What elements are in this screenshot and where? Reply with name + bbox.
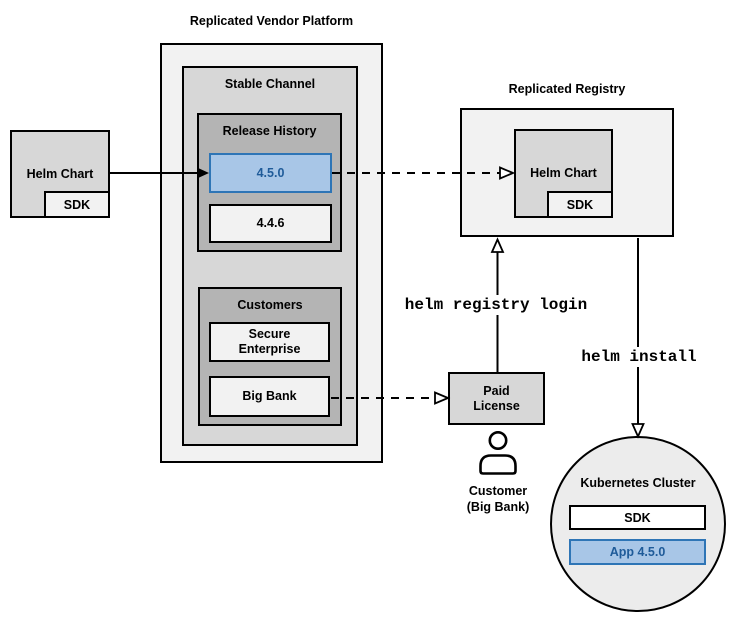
- paid-license-label: Paid License: [473, 383, 520, 413]
- customers-title: Customers: [237, 298, 303, 312]
- sdk-label: SDK: [63, 197, 91, 212]
- cluster-app-label: App 4.5.0: [609, 545, 666, 559]
- arrow-helm-install: [631, 238, 645, 439]
- paid-license-box: Paid License: [448, 372, 545, 425]
- release-version-446: 4.4.6: [209, 204, 332, 243]
- customer-label: Customer (Big Bank): [466, 484, 530, 514]
- sdk-label: SDK: [566, 197, 594, 212]
- release-version-450: 4.5.0: [209, 153, 332, 193]
- customer-secure-enterprise: Secure Enterprise: [209, 322, 330, 362]
- helm-chart-source-sdk-box: SDK: [44, 191, 110, 218]
- customer-name: Secure Enterprise: [238, 327, 301, 356]
- sdk-label: SDK: [624, 510, 651, 525]
- vendor-platform-title: Replicated Vendor Platform: [189, 14, 354, 28]
- person-icon: [479, 430, 517, 475]
- release-history-title: Release History: [222, 124, 317, 138]
- customer-big-bank: Big Bank: [209, 376, 330, 417]
- cmd-helm-install: helm install: [578, 347, 700, 367]
- release-version-label: 4.5.0: [256, 165, 285, 180]
- stable-channel-title: Stable Channel: [224, 77, 316, 91]
- customer-name: Big Bank: [242, 389, 297, 403]
- registry-helm-chart-label: Helm Chart: [530, 166, 597, 180]
- kubernetes-cluster-title: Kubernetes Cluster: [580, 476, 696, 490]
- replicated-registry-title: Replicated Registry: [508, 82, 626, 96]
- registry-sdk-box: SDK: [547, 191, 613, 218]
- cmd-helm-registry-login: helm registry login: [401, 295, 591, 315]
- release-version-label: 4.4.6: [256, 216, 285, 230]
- cluster-app-box: App 4.5.0: [569, 539, 706, 565]
- cluster-sdk-box: SDK: [569, 505, 706, 530]
- helm-chart-source-label: Helm Chart: [26, 166, 94, 181]
